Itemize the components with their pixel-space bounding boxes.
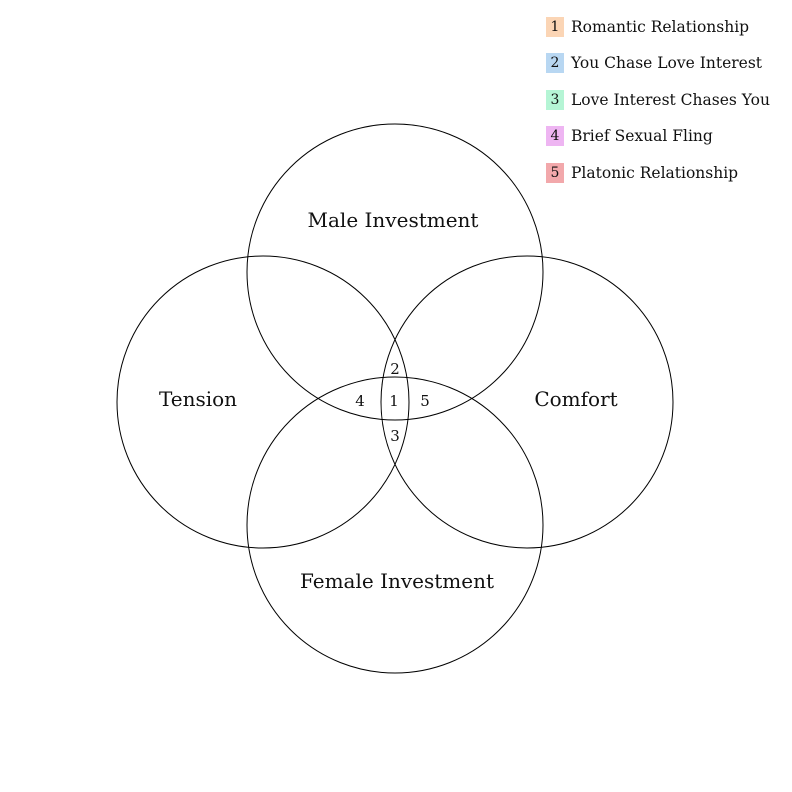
circle-tension [116, 255, 410, 549]
circle-male-investment [246, 123, 544, 421]
legend-item-4: 4 Brief Sexual Fling [546, 126, 770, 147]
legend-label-1: Romantic Relationship [571, 18, 750, 36]
legend-item-2: 2 You Chase Love Interest [546, 53, 770, 74]
circle-comfort [380, 255, 674, 549]
region-3-number: 3 [390, 427, 400, 445]
legend-swatch-5: 5 [546, 162, 564, 183]
legend-swatch-1: 1 [546, 17, 564, 37]
region-5-number: 5 [420, 392, 430, 410]
label-female-investment: Female Investment [300, 569, 494, 593]
legend-item-3: 3 Love Interest Chases You [546, 89, 770, 110]
legend: 1 Romantic Relationship 2 You Chase Love… [546, 17, 770, 199]
circle-female-investment [246, 376, 544, 674]
region-2-number: 2 [390, 360, 400, 378]
label-tension: Tension [159, 387, 237, 411]
label-male-investment: Male Investment [308, 208, 479, 232]
region-1-number: 1 [389, 392, 399, 410]
legend-item-5: 5 Platonic Relationship [546, 162, 770, 183]
label-comfort: Comfort [534, 387, 617, 411]
legend-swatch-4: 4 [546, 126, 564, 147]
legend-label-3: Love Interest Chases You [571, 90, 770, 109]
legend-label-4: Brief Sexual Fling [571, 127, 713, 146]
region-4-number: 4 [355, 392, 365, 410]
legend-item-1: 1 Romantic Relationship [546, 17, 770, 37]
legend-label-5: Platonic Relationship [571, 163, 739, 182]
legend-swatch-2: 2 [546, 53, 564, 74]
legend-label-2: You Chase Love Interest [571, 54, 763, 73]
legend-swatch-3: 3 [546, 89, 564, 110]
